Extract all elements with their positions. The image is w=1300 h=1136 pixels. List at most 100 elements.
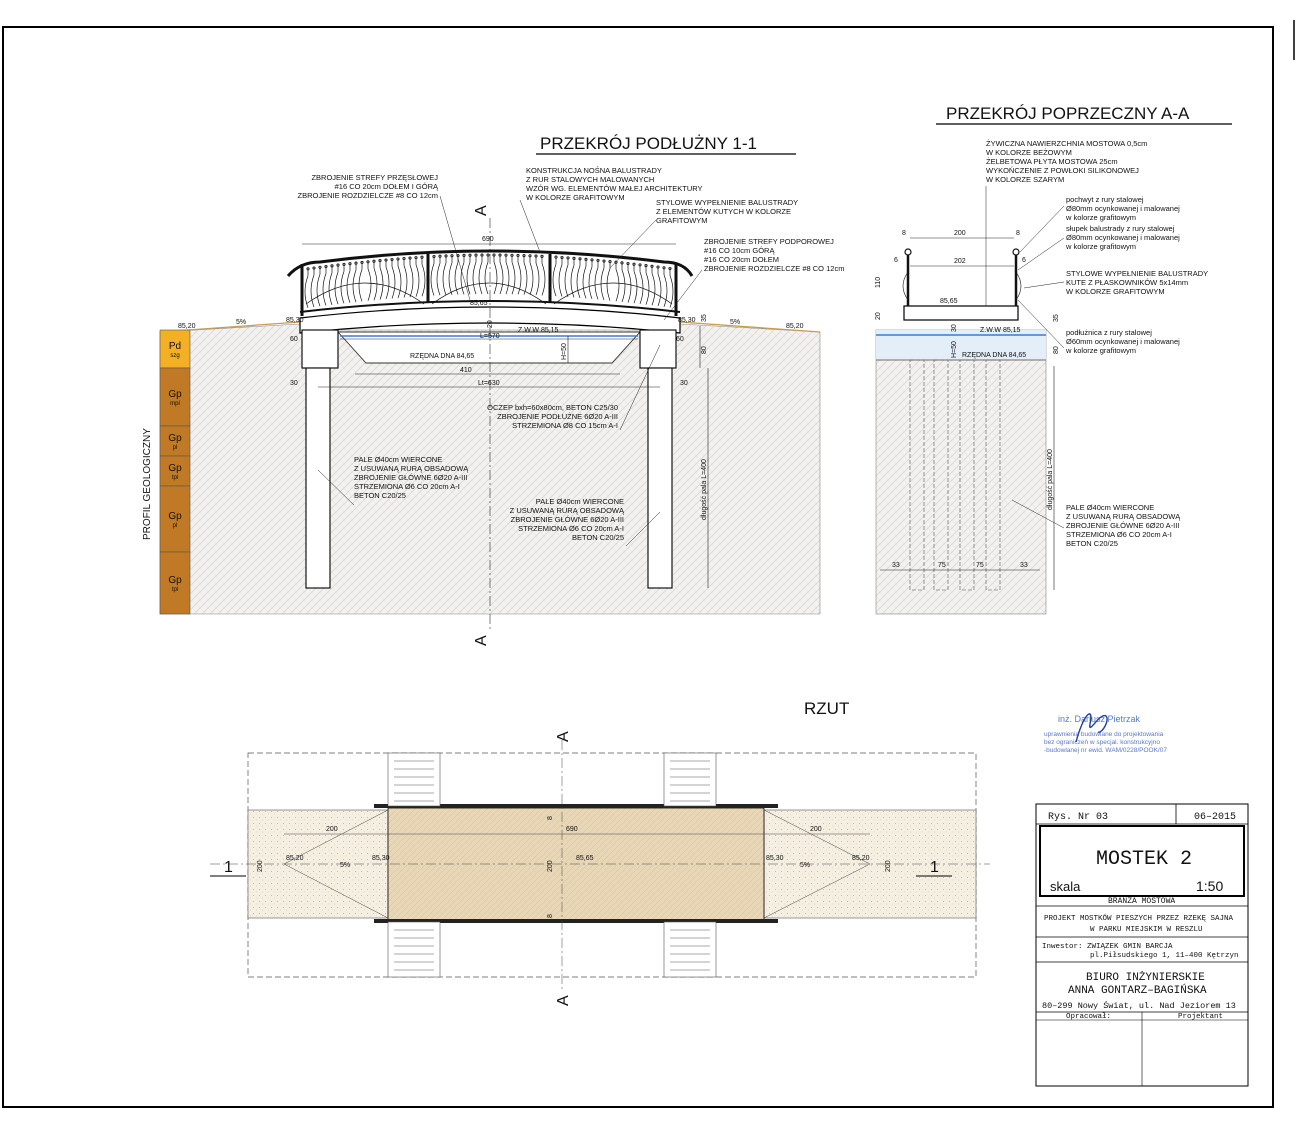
infill-scroll bbox=[436, 263, 441, 296]
cross-dim-75-a: 75 bbox=[938, 562, 946, 569]
geo-layer bbox=[159, 329, 191, 369]
dim-60-right: 60 bbox=[676, 336, 684, 343]
geo-profile-label: PROFIL GEOLOGICZNY bbox=[142, 428, 153, 540]
geo-layer bbox=[159, 551, 191, 615]
leader-pile-r bbox=[625, 511, 661, 547]
infill-ring bbox=[620, 261, 624, 265]
dim-690: 690 bbox=[482, 236, 494, 243]
leader-lines-longitudinal bbox=[317, 195, 703, 547]
dim-35: 35 bbox=[701, 314, 708, 322]
plan-level-bearing-left: 85,30 bbox=[372, 855, 390, 862]
plan-dim-200-right: 200 bbox=[810, 826, 822, 833]
infill-ring bbox=[584, 257, 588, 261]
infill-ring bbox=[444, 254, 448, 258]
stamp-lines: uprawnienia budowlane do projektowaniabe… bbox=[1044, 731, 1167, 754]
plan-width-center: 200 bbox=[547, 860, 554, 872]
note-line: STYLOWE WYPEŁNIENIE BALUSTRADY bbox=[1066, 269, 1208, 278]
infill-ring bbox=[480, 253, 484, 257]
note-line: ZBROJENIE GŁÓWNE 6Ø20 A-III bbox=[354, 473, 467, 482]
note-line: W KOLORZE GRAFITOWYM bbox=[1066, 287, 1165, 296]
infill-scroll bbox=[558, 264, 563, 297]
note-line: W KOLORZE BEŻOWYM bbox=[986, 148, 1072, 157]
cross-dim-6-left: 6 bbox=[894, 257, 898, 264]
infill-ring bbox=[420, 255, 424, 259]
infill-ring bbox=[492, 253, 496, 257]
section-mark-1-left: 1 bbox=[224, 859, 233, 876]
cross-handrail-left bbox=[904, 248, 912, 256]
infill-ring bbox=[372, 259, 376, 263]
note-line: ZBROJENIE GŁÓWNE 6Ø20 A-III bbox=[511, 515, 624, 524]
infill-scroll bbox=[505, 262, 510, 295]
ground-line-right bbox=[679, 321, 821, 333]
infill-scroll bbox=[669, 275, 674, 308]
plan-width-left: 200 bbox=[257, 860, 264, 872]
leader-piles-c bbox=[1011, 499, 1065, 529]
railing-infill bbox=[304, 253, 674, 308]
geo-layer bbox=[159, 485, 191, 553]
infill-scroll bbox=[493, 261, 498, 295]
infill-scroll bbox=[663, 274, 668, 307]
note-line: BETON C20/25 bbox=[572, 533, 624, 542]
wing-bottom-right bbox=[663, 921, 717, 978]
plan-dim-690: 690 bbox=[566, 826, 578, 833]
cross-dim-33-right: 33 bbox=[1020, 562, 1028, 569]
infill-scroll bbox=[430, 263, 435, 296]
plan-edge-8-bottom: 8 bbox=[547, 914, 554, 918]
plan-slope-left: 5% bbox=[340, 862, 350, 869]
cross-dim-200: 200 bbox=[954, 230, 966, 237]
plan-slope-lines bbox=[210, 740, 990, 990]
pile-right bbox=[647, 367, 673, 589]
infill-scroll bbox=[606, 268, 611, 301]
cross-dim-110: 110 bbox=[875, 277, 882, 288]
geo-layer-sub: tpl bbox=[172, 475, 178, 481]
infill-ring bbox=[608, 260, 612, 264]
leader-rail-bottom bbox=[1017, 299, 1065, 349]
infill-scroll bbox=[517, 262, 522, 295]
infill-scroll bbox=[340, 271, 345, 304]
level-deck: 85,65 bbox=[470, 300, 488, 307]
note-line: Z USUWANĄ RURĄ OBSADOWĄ bbox=[1066, 512, 1181, 521]
cross-dim-8-right: 8 bbox=[1016, 230, 1020, 237]
sheet-frame bbox=[2, 26, 1274, 1108]
infill-ring bbox=[560, 255, 564, 260]
geo-layer bbox=[159, 455, 191, 487]
cross-handrail-right bbox=[1012, 248, 1020, 256]
infill-ring bbox=[378, 259, 382, 263]
note-line: -budowlanej nr ewid. WAM/0228/POOK/07 bbox=[1044, 747, 1167, 754]
plan-level-left: 85,20 bbox=[286, 855, 304, 862]
level-ground-left: 85,20 bbox=[178, 323, 196, 330]
cross-pile-4 bbox=[985, 359, 1001, 591]
infill-ring bbox=[348, 262, 352, 266]
note-line: PALE Ø40cm WIERCONE bbox=[536, 497, 624, 506]
note-line: WZÓR WG. ELEMENTÓW MAŁEJ ARCHITEKTURY bbox=[526, 184, 703, 193]
infill-ring bbox=[516, 253, 520, 257]
note-line: OCZEP bxh=60x80cm, BETON C25/30 bbox=[487, 403, 618, 412]
note-line: STRZEMIONA Ø6 CO 20cm A-I bbox=[1066, 530, 1172, 539]
cross-pile-2 bbox=[933, 359, 949, 591]
leader-support bbox=[663, 269, 703, 321]
infill-ring bbox=[554, 255, 558, 259]
wing-top-right bbox=[663, 752, 717, 807]
cross-pile-1 bbox=[909, 359, 925, 591]
tb-address: 80–299 Nowy Świat, ul. Nad Jeziorem 13 bbox=[1042, 1000, 1236, 1011]
cross-dim-33-left: 33 bbox=[892, 562, 900, 569]
plan-dim-200-left: 200 bbox=[326, 826, 338, 833]
infill-ring bbox=[644, 264, 648, 268]
infill-ring bbox=[474, 253, 478, 257]
plan-width-right: 200 bbox=[885, 860, 892, 872]
infill-scroll bbox=[379, 267, 384, 300]
leader-pile-l bbox=[317, 469, 355, 506]
plan-level-right: 85,20 bbox=[852, 855, 870, 862]
cross-dim-20: 20 bbox=[875, 312, 882, 320]
infill-scroll bbox=[511, 262, 516, 295]
infill-scroll bbox=[358, 269, 363, 302]
note-line: ZBROJENIE ROZDZIELCZE #8 CO 12cm bbox=[704, 264, 844, 273]
leader-infill-c bbox=[1023, 281, 1065, 289]
leader-handrail bbox=[1019, 205, 1065, 253]
cross-dim-h50: H=50 bbox=[951, 341, 958, 358]
dim-L570: L=570 bbox=[480, 333, 500, 340]
infill-ring bbox=[450, 254, 454, 258]
note-line: ZBROJENIE STREFY PRZĘSŁOWEJ bbox=[311, 173, 438, 182]
geo-layer-code: Pd bbox=[169, 341, 181, 352]
